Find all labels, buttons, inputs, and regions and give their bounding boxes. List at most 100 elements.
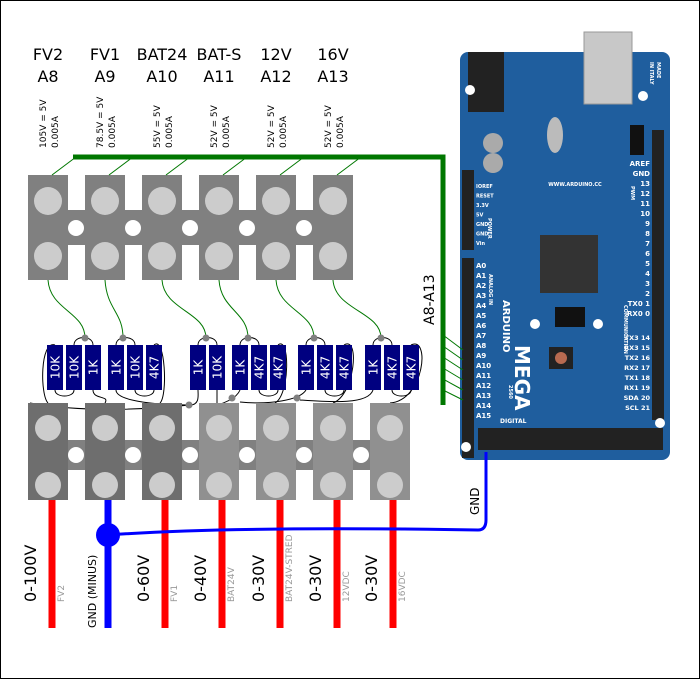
terminal-screw xyxy=(319,187,347,215)
divider-tap-wire xyxy=(275,279,315,339)
bus-pin-wire xyxy=(442,367,464,381)
terminal-screw xyxy=(91,187,119,215)
mount-hole xyxy=(465,85,475,95)
pwm-pin-label: 12 xyxy=(640,190,650,198)
terminal-hole xyxy=(296,220,312,236)
board-model: MEGA xyxy=(510,345,534,411)
channel-pin: A10 xyxy=(146,67,177,86)
resistor xyxy=(108,345,124,390)
resistor-value: 1K xyxy=(110,359,124,376)
power-pin-label: RESET xyxy=(476,194,494,200)
channel-scale: 52V = 5V xyxy=(210,104,220,148)
pwm-label: PWM xyxy=(629,186,635,200)
input-range: 0-40V xyxy=(191,555,210,602)
power-pin-label: Vin xyxy=(476,241,485,247)
comm-pin-label: SCL 21 xyxy=(625,404,650,412)
channel-scale: 52V = 5V xyxy=(324,104,334,148)
pwm-pin-label: 11 xyxy=(640,200,650,208)
power-jack xyxy=(468,52,504,112)
resistor-wire xyxy=(54,389,75,397)
power-header xyxy=(462,170,474,250)
analog-header xyxy=(462,258,474,458)
channel-scale: 55V = 5V xyxy=(153,104,163,148)
channel-current: 0.005A xyxy=(279,115,289,148)
capacitor xyxy=(483,153,503,173)
junction-node xyxy=(119,334,127,342)
channel-current: 0.005A xyxy=(336,115,346,148)
terminal-screw xyxy=(34,187,62,215)
analog-pin-label: A6 xyxy=(476,322,486,330)
pwm-pin-label: 6 xyxy=(645,250,650,258)
terminal-screw xyxy=(92,472,118,498)
input-source: FV1 xyxy=(170,585,180,602)
junction-node xyxy=(377,334,385,342)
resistor-wire xyxy=(239,389,307,404)
junction-node xyxy=(293,394,301,402)
resistor-value: 1K xyxy=(234,359,248,376)
board-chip: 2560 xyxy=(507,385,513,399)
input-range: 0-30V xyxy=(249,555,268,602)
pwm-pin-label: 4 xyxy=(645,270,650,278)
pwm-pin-label: AREF xyxy=(630,160,651,168)
terminal-screw xyxy=(205,187,233,215)
analog-pin-label: A5 xyxy=(476,312,486,320)
resistor-value: 10K xyxy=(129,355,143,379)
resistor-value: 10K xyxy=(211,355,225,379)
terminal-screw xyxy=(319,242,347,270)
terminal-screw xyxy=(34,242,62,270)
mount-hole xyxy=(593,319,603,329)
resistor xyxy=(190,345,206,390)
resistor-value: 10K xyxy=(68,355,82,379)
digital-label: DIGITAL xyxy=(500,418,527,425)
resistor-value: 1K xyxy=(300,359,314,376)
terminal-hole xyxy=(125,447,141,463)
bus-tap-wire xyxy=(222,156,248,176)
input-range: 0-30V xyxy=(362,555,381,602)
terminal-screw xyxy=(92,415,118,441)
pwm-pin-label: 2 xyxy=(645,290,650,298)
terminal-screw xyxy=(206,415,232,441)
terminal-screw xyxy=(206,472,232,498)
jumper-header xyxy=(630,125,644,155)
power-pin-label: IOREF xyxy=(476,184,493,190)
terminal-hole xyxy=(296,447,312,463)
resistor-wire xyxy=(92,389,107,404)
digital-header-bottom xyxy=(478,428,663,450)
resistor xyxy=(85,345,101,390)
capacitor xyxy=(483,133,503,153)
terminal-screw xyxy=(320,415,346,441)
channel-pin: A12 xyxy=(260,67,291,86)
channel-current: 0.005A xyxy=(51,115,61,148)
terminal-screw xyxy=(35,415,61,441)
analog-pin-label: A15 xyxy=(476,412,491,420)
terminal-hole xyxy=(239,220,255,236)
channel-name: 16V xyxy=(317,45,348,64)
resistor-value: 4K7 xyxy=(338,356,352,379)
divider-tap-wire xyxy=(161,279,207,339)
terminal-screw xyxy=(263,472,289,498)
resistor xyxy=(209,345,225,390)
analog-pin-label: A12 xyxy=(476,382,491,390)
junction-node xyxy=(81,334,89,342)
terminal-hole xyxy=(353,447,369,463)
ground-return-wire xyxy=(107,452,488,537)
digital-header-right xyxy=(652,130,664,420)
resistor xyxy=(66,345,82,390)
terminal-screw xyxy=(35,472,61,498)
analog-pin-label: A10 xyxy=(476,362,491,370)
resistor xyxy=(336,345,352,390)
resistor xyxy=(384,345,400,390)
resistor-wire xyxy=(332,343,354,404)
divider-tap-wire xyxy=(47,279,86,339)
resistor xyxy=(270,345,286,390)
input-range: 0-100V xyxy=(21,545,40,602)
analog-pin-label: A3 xyxy=(476,292,486,300)
channel-pin: A9 xyxy=(94,67,115,86)
analog-pin-label: A2 xyxy=(476,282,486,290)
gnd-label: GND xyxy=(468,487,482,515)
resistor-wire xyxy=(389,343,423,404)
resistor-value: 4K7 xyxy=(319,356,333,379)
channel-current: 0.005A xyxy=(222,115,232,148)
mount-hole xyxy=(530,319,540,329)
